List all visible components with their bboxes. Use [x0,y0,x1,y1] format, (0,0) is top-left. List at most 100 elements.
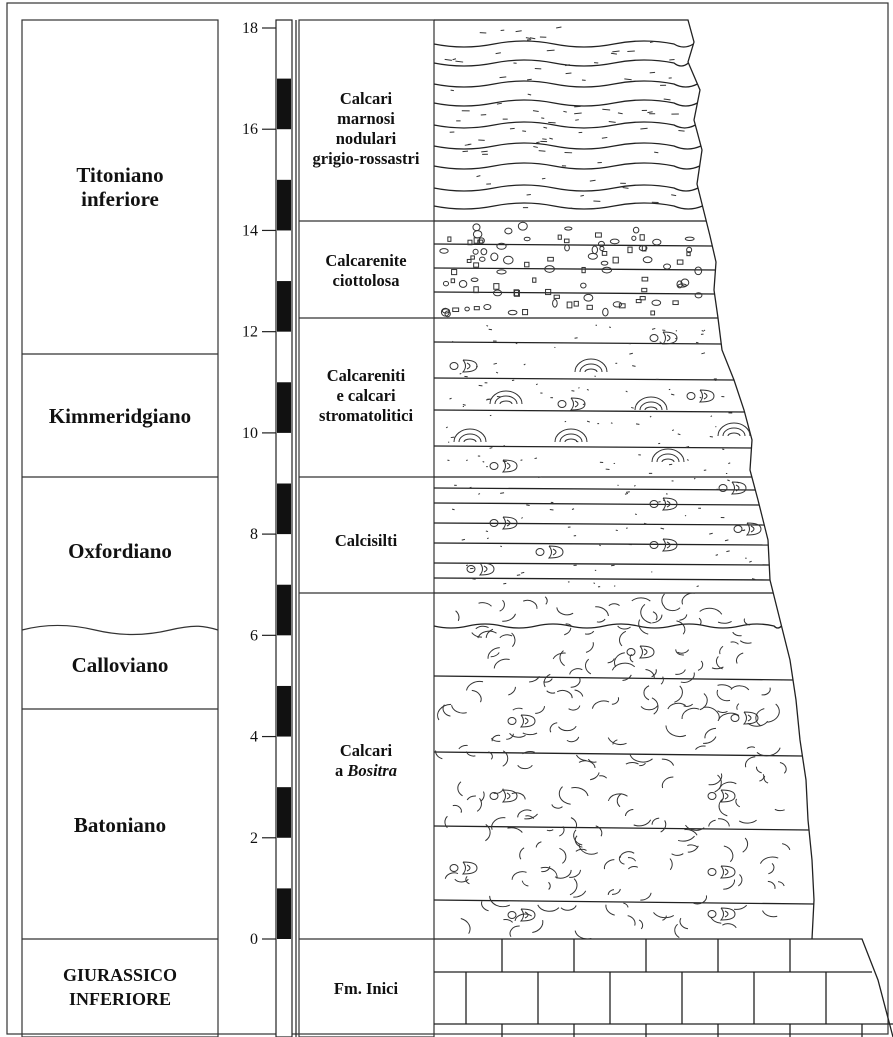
stromatolite-dome [728,433,740,436]
pebble [565,227,572,230]
bed-boundary [434,81,697,87]
speck [687,460,688,461]
shell-arc [679,614,686,620]
shell-arc [506,734,513,740]
fossil-symbol [508,715,535,727]
speck [469,487,471,488]
pebble [453,308,459,312]
shell-arc [585,659,590,674]
speck [500,493,504,494]
pebble [653,239,661,245]
shell-arc [717,690,730,701]
bed-boundary [434,185,698,191]
bed-boundary [434,378,734,380]
speck [660,342,662,343]
scale-block [277,484,291,535]
basement-limestone-pattern [434,939,893,1037]
stromatolite-dome [464,439,476,442]
shell-arc [666,726,686,737]
dash-mark [547,50,555,51]
stromatolite-dome [495,396,517,404]
shell-arc [512,793,525,800]
speck [749,561,751,562]
shell-arc [652,818,659,825]
shell-arc [634,820,651,826]
shell-arc [760,857,778,864]
bed-boundary [434,143,701,149]
speck [632,366,635,367]
shell-arc [738,875,742,886]
shell-arc [553,653,565,659]
shell-arc [482,901,489,911]
pebble [524,237,530,241]
speck [626,492,630,493]
pebble [533,278,536,282]
speck [671,394,674,395]
stage-column: Titoniano inferiore Kimmeridgiano Oxford… [22,20,218,1037]
shell-arc [575,690,583,696]
shell-arc [672,854,684,856]
shell-arc [695,746,705,750]
scale-tick-label: 12 [242,324,258,341]
scale-tick-label: 16 [242,121,258,138]
shell-arc [626,763,639,765]
pebble [582,267,585,272]
speck [517,575,520,576]
speck [446,427,448,428]
lith-calcari-marnosi-3: nodulari [336,129,397,148]
lith-calcari-bositra-2: a Bositra [335,761,397,780]
pebble [473,224,480,231]
shell-arc [523,733,537,735]
metre-scale: 181614121086420 [242,20,296,1037]
dash-mark [671,195,676,196]
shell-arc [711,917,721,923]
speck [504,445,505,446]
stromatolite-dome [640,402,662,410]
shell-arc [757,748,780,756]
scale-tick-label: 0 [250,931,258,948]
dash-mark [664,99,671,100]
pebble [673,301,678,305]
lith-fm-inici: Fm. Inici [334,979,399,998]
dash-mark [543,127,547,128]
shell-arc [782,844,790,850]
bed-boundary [434,624,782,628]
speck [614,586,615,587]
shell-arc [523,600,537,608]
pebble [471,278,478,281]
speck [650,416,651,417]
shell-arc [477,798,481,811]
stromatolite-dome [723,428,745,436]
shell-arc [595,607,608,616]
dash-mark [556,27,561,28]
shell-arc [630,755,652,762]
pebble [613,257,618,263]
speck [496,372,498,373]
fossil-symbol [490,790,517,802]
stage-giurassico-line2: INFERIORE [69,989,171,1009]
pebble [491,253,498,261]
dash-mark [612,51,619,52]
dash-mark [563,111,566,112]
speck [696,342,698,343]
shell-arc [661,820,666,832]
shell-arc [736,799,740,807]
shell-arc [592,701,609,709]
shell-arc [570,669,583,675]
pebble [554,295,559,298]
shell-arc [664,607,680,611]
shell-arc [709,774,722,785]
shell-arc [681,672,695,682]
shell-arc [618,626,631,629]
shell-arc [698,661,703,670]
speck [631,407,634,408]
speck [516,343,518,344]
shell-arc [570,879,577,895]
dash-mark [522,131,526,132]
shell-arc [453,805,462,812]
shell-arc [512,872,526,880]
shell-arc [675,669,685,674]
fossil-symbol [536,546,563,558]
scale-block [277,180,291,231]
shell-arc [467,796,476,800]
